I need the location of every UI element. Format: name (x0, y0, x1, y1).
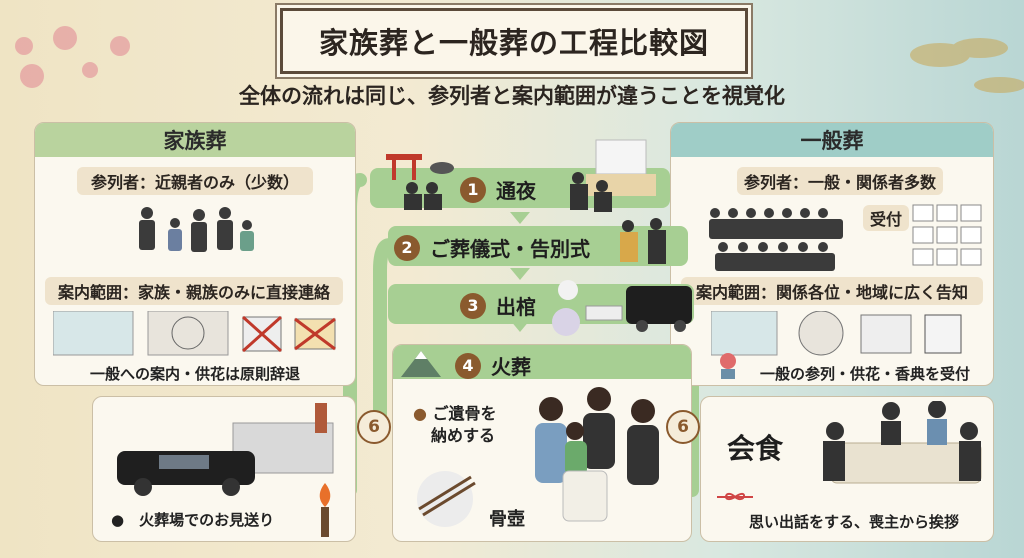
flower-offering-icon (720, 353, 736, 379)
family-with-urn-icon (535, 387, 659, 522)
step-1-label: 通夜 (496, 179, 536, 203)
step-2-number: 2 (394, 234, 420, 261)
cloud-decoration (910, 38, 1024, 93)
dining-table-icon (823, 401, 982, 484)
condolence-envelopes-icon (912, 204, 982, 266)
step-6-left-marker: 6 (357, 410, 391, 444)
reception-label: 受付 (863, 205, 909, 231)
wake-shrine-icon (386, 154, 454, 210)
family-funeral-panel: 家族葬 参列者：近親者のみ（少数） 案内範囲：家族・親族のみに直接連絡 一般への… (34, 122, 356, 386)
family-attendees-label: 参列者：近親者のみ（少数） (77, 167, 313, 195)
family-scope-label: 案内範囲：家族・親族のみに直接連絡 (45, 277, 343, 305)
general-scope-label: 案内範囲：関係各位・地域に広く告知 (681, 277, 983, 305)
step-4-number: 4 (455, 352, 481, 379)
urn-label: 骨壺 (489, 509, 525, 530)
step-3-label: 出棺 (496, 295, 536, 319)
hearse-departure-icon (552, 280, 692, 336)
kotsu-line2: 納めする (431, 426, 496, 445)
step-3-number: 3 (460, 292, 486, 319)
mountain-icon (401, 351, 441, 377)
step-1-number: 1 (460, 176, 486, 203)
step-3: 3 出棺 (460, 291, 536, 320)
step-2-label: ご葬儀式・告別式 (430, 237, 590, 261)
kotsu-line1: ご遺骨を (432, 404, 497, 423)
family-funeral-header: 家族葬 (35, 123, 355, 157)
map-and-notice-icons (711, 311, 962, 356)
cherry-blossom-decoration (15, 26, 130, 88)
cremation-panel: 4 火葬 ● ご遺骨を 納めする 骨壺 (392, 344, 692, 542)
step-2: 2 ご葬儀式・告別式 (394, 233, 590, 262)
meal-panel: 会食 思い出話をする、喪主から挨拶 (700, 396, 994, 542)
kotsu-text: ● ご遺骨を 納めする (413, 403, 497, 447)
crematorium-and-hearse-icon (117, 403, 334, 496)
general-funeral-panel: 一般葬 参列者：一般・関係者多数 受付 案内範囲：関係各位・地域に広く告知 一般… (670, 122, 994, 386)
crowd-icon (709, 208, 843, 271)
general-attendees-label: 参列者：一般・関係者多数 (737, 167, 943, 195)
step-6-right-marker: 6 (666, 410, 700, 444)
chopsticks-icon (417, 471, 476, 527)
family-note: 一般への案内・供花は原則辞退 (89, 365, 300, 383)
general-funeral-header: 一般葬 (671, 123, 993, 157)
step-4-label: 火葬 (491, 355, 531, 379)
step-1: 1 通夜 (460, 175, 536, 204)
map-and-declined-icons (53, 311, 336, 356)
monk-bowing-icon (620, 218, 666, 264)
family-members-icon (139, 207, 254, 252)
general-note: 一般の参列・供花・香典を受付 (759, 365, 970, 383)
send-off-panel: ● 火葬場でのお見送り (92, 396, 356, 542)
meal-title: 会食 (727, 432, 784, 465)
cremation-header-bar (393, 345, 691, 379)
kotsu-bullet: ● (413, 404, 427, 423)
ribbon-knot-icon (717, 492, 753, 500)
title-box: 家族葬と一般葬の工程比較図 (280, 8, 748, 74)
send-off-label: ● 火葬場でのお見送り (111, 511, 275, 529)
altar-icon (570, 139, 656, 212)
page-title: 家族葬と一般葬の工程比較図 (318, 26, 709, 60)
torch-icon (319, 483, 331, 537)
step-4: 4 火葬 (455, 351, 531, 380)
subtitle: 全体の流れは同じ、参列者と案内範囲が違うことを視覚化 (239, 84, 785, 108)
meal-note: 思い出話をする、喪主から挨拶 (749, 513, 960, 531)
